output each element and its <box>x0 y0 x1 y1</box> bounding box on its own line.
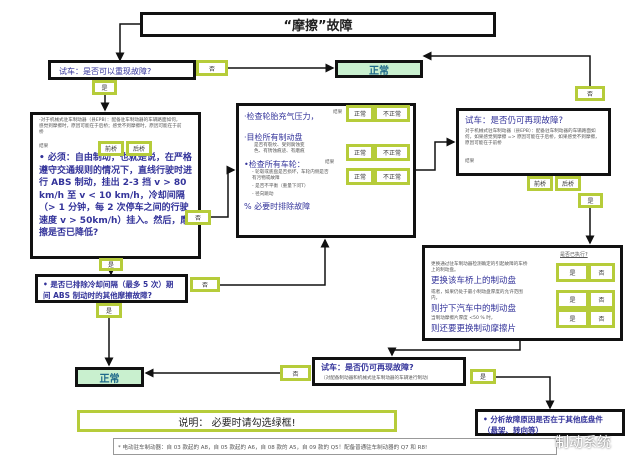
tire-result-label: 结果 <box>333 110 343 115</box>
action-2-no[interactable]: 否 <box>588 290 615 309</box>
final-retest-title: 试车：是否仍可再现故障? <box>321 363 414 372</box>
question-other-faults: • 是否已排除冷却间隔（最多 5 次）期间 ABS 制动时的其他摩擦故障? <box>35 274 188 303</box>
retest-result-label: 结果 <box>465 159 475 164</box>
left-rear-axle-checkbox[interactable]: 后桥 <box>126 141 152 156</box>
check-wheels: •检查所有车轮： <box>244 160 305 169</box>
normal-box-bottom: 正常 <box>75 367 144 387</box>
left-main-text: • 必须：自由制动，也就是说，在严格遵守交通规则的情况下，直线行驶时进行 ABS… <box>39 153 193 238</box>
action-1-yes[interactable]: 是 <box>556 263 589 282</box>
action-3-no[interactable]: 否 <box>588 309 615 328</box>
disc-not-ok-checkbox[interactable]: 不正常 <box>374 144 410 161</box>
note-box: 说明： 必要时请勾选绿框! <box>77 410 397 432</box>
check-tire-pressure: ·检查轮胎充气压力， <box>244 112 319 121</box>
left-no-checkbox[interactable]: 否 <box>185 210 211 225</box>
inspection-box: ·检查轮胎充气压力， ·目检所有制动盘 是否有裂纹、受到腐蚀变色、有锈蚀痕迹、有… <box>236 103 416 238</box>
fix-if-needed: % 必要时排除故障 <box>244 202 311 211</box>
left-yes-checkbox[interactable]: 是 <box>99 258 123 271</box>
disc-result-label: 结果 <box>325 160 335 165</box>
tire-ok-checkbox[interactable]: 正常 <box>346 105 374 122</box>
final-retest-note: （对配备制动器和机械式驻车制动器的车辆进行制动） <box>321 376 432 381</box>
disc-ok-checkbox[interactable]: 正常 <box>346 144 374 161</box>
q3-no-checkbox[interactable]: 否 <box>280 365 311 381</box>
right-rear-axle-checkbox[interactable]: 后桥 <box>555 176 581 191</box>
executed-heading: 是否已执行? <box>560 252 588 258</box>
right-yes-checkbox[interactable]: 是 <box>578 193 603 208</box>
q2-no-checkbox[interactable]: 否 <box>190 277 220 292</box>
wheel-check-2: - 是否不平衡（重量下问T） <box>252 184 309 189</box>
wheel-ok-checkbox[interactable]: 正常 <box>346 168 374 185</box>
watermark: 制动系统 <box>555 435 611 451</box>
title-box: “摩擦”故障 <box>140 12 496 37</box>
right-front-axle-checkbox[interactable]: 前桥 <box>527 176 553 191</box>
left-small-text: -对于机械式驻车制动器（县EPB）：配备驻车制动器的车辆路面如何，感觉到摩擦时，… <box>39 118 182 135</box>
q1-no-checkbox[interactable]: 否 <box>196 60 228 76</box>
action-1-no[interactable]: 否 <box>588 263 615 282</box>
analyze-chassis-box: • 分析故障原因是否在于其他底盘件（悬架、转向等） <box>475 409 625 436</box>
free-braking-box: -对于机械式驻车制动器（县EPB）：配备驻车制动器的车辆路面如何，感觉到摩擦时，… <box>30 112 201 259</box>
final-retest-box: 试车：是否仍可再现故障? （对配备制动器和机械式驻车制动器的车辆进行制动） <box>312 357 466 386</box>
right-no-checkbox[interactable]: 否 <box>575 86 605 101</box>
q3-yes-checkbox[interactable]: 是 <box>470 369 496 384</box>
q2-yes-checkbox[interactable]: 是 <box>96 303 122 318</box>
check-brake-discs: ·目检所有制动盘 <box>244 133 303 142</box>
wheel-check-3: - 径向跳动 <box>252 192 274 197</box>
action-2-title: 则拧下汽车中的制动盘 <box>431 304 517 314</box>
action-2-small: 或者，如果仍处于最小制动盘厚度的允许范围内， <box>431 290 523 301</box>
wheel-check-1: - 轮毂或底盘是否损坏，车轮内侧是否有污物或故障 <box>252 170 329 181</box>
action-3-small: 当制动摩擦片厚度 <50 % 时， <box>431 316 496 321</box>
wheel-not-ok-checkbox[interactable]: 不正常 <box>374 168 410 185</box>
disc-check-details: 是否有裂纹、受到腐蚀变色、有锈蚀痕迹、有磨痕 <box>254 143 305 154</box>
normal-box-top: 正常 <box>335 60 423 78</box>
left-result-label: 结果 <box>39 144 49 149</box>
action-1-title: 更换该车桥上的制动盘 <box>431 276 517 286</box>
retest-title: 试车：是否仍可再现故障? <box>465 116 564 126</box>
tire-not-ok-checkbox[interactable]: 不正常 <box>374 105 410 122</box>
action-1-small: 更换通过驻车制动器检测确定的引起故障的车桥上的制动盘。 <box>431 262 528 273</box>
q1-yes-checkbox[interactable]: 是 <box>92 80 117 95</box>
action-3-yes[interactable]: 是 <box>556 309 589 328</box>
action-3-title: 则还要更换制动摩擦片 <box>431 324 517 334</box>
retest-small-text: 对于机械式驻车制动器（县EPB）：配备驻车制动器的车辆路面如何，如果感觉到摩擦 … <box>465 129 600 146</box>
question-reproduce: 试车：是否可以重现故障? <box>48 60 196 80</box>
footnote: * 电动驻车制动器：自 03 款起的 A8，自 05 款起的 A6，自 08 款… <box>113 438 557 455</box>
retest-box: 试车：是否仍可再现故障? 对于机械式驻车制动器（县EPB）：配备驻车制动器的车辆… <box>456 108 611 176</box>
action-2-yes[interactable]: 是 <box>556 290 589 309</box>
left-front-axle-checkbox[interactable]: 前桥 <box>98 141 124 156</box>
